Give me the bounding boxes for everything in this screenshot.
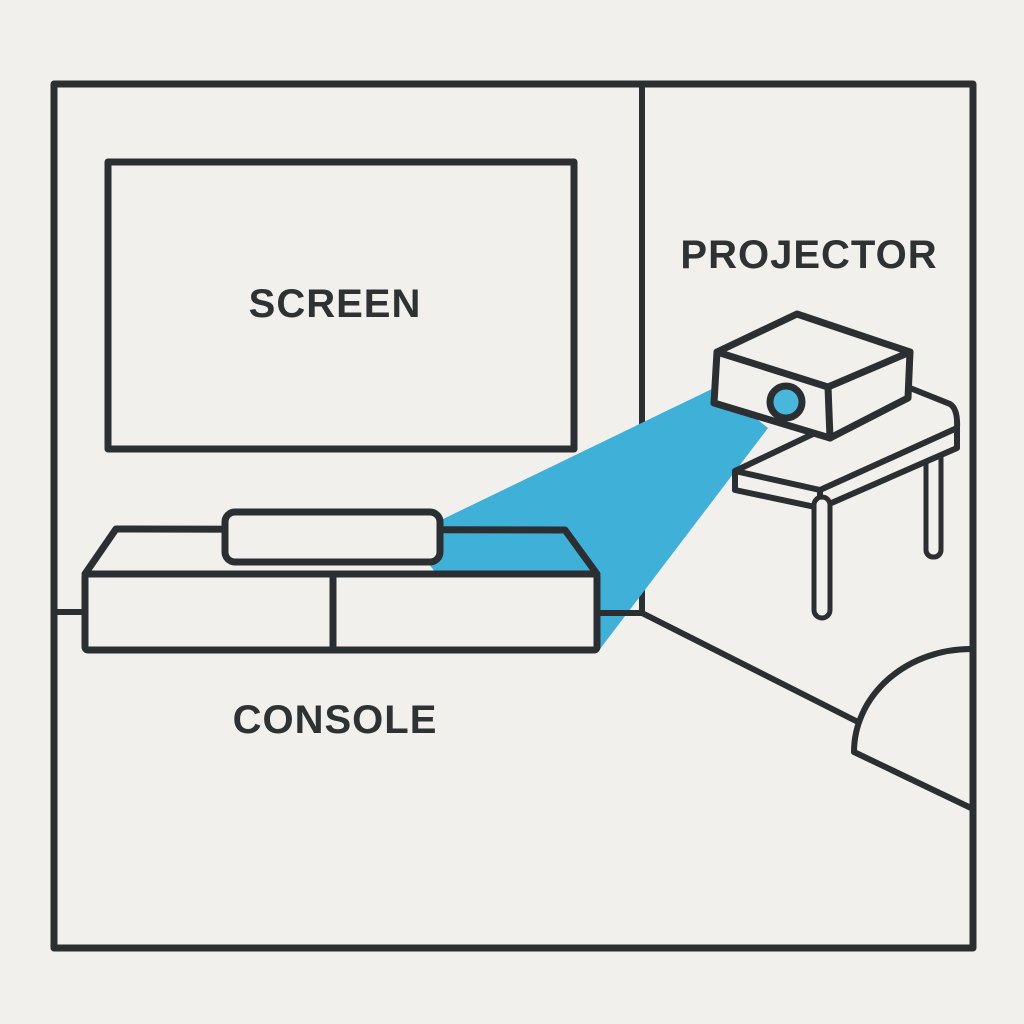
console-front-face (81, 570, 601, 654)
projector-lens-icon (766, 382, 806, 422)
console-soundbar-device (221, 508, 444, 566)
console-label: CONSOLE (233, 698, 438, 742)
corner-rug (851, 646, 974, 811)
table-top (732, 385, 961, 511)
table-front-leg (811, 494, 833, 621)
projector-body-edges (713, 348, 914, 442)
console-cabinet (81, 508, 601, 654)
projector-label: PROJECTOR (680, 233, 937, 277)
room-border (50, 80, 977, 952)
floor-line-right (591, 610, 861, 725)
screen-rect (104, 158, 578, 453)
projector-table (732, 385, 961, 621)
screen-label: SCREEN (249, 282, 422, 326)
projector-device (710, 310, 914, 442)
